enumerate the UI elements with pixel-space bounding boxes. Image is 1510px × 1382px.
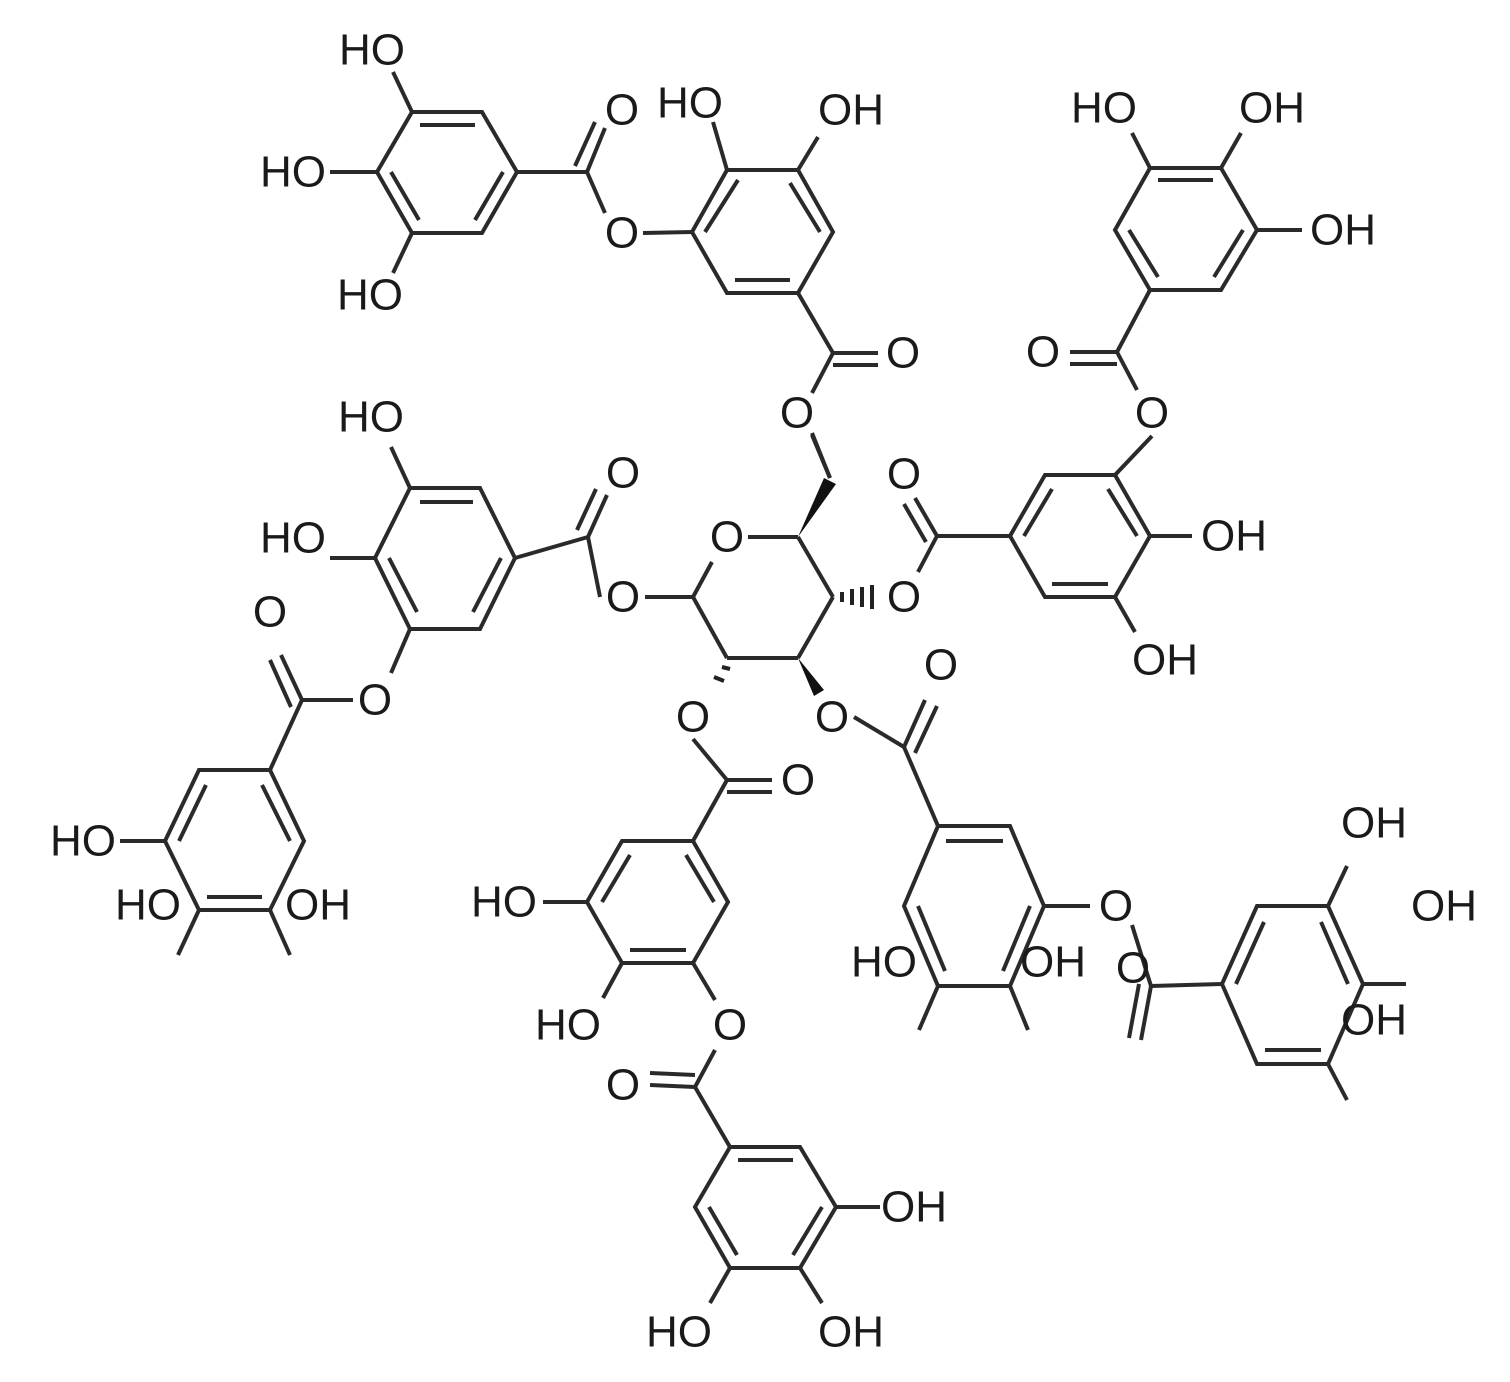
- hydroxyl-label: OH: [1341, 996, 1407, 1045]
- oxygen-label: O: [780, 389, 814, 438]
- benzene-ring-d: [1007, 473, 1153, 599]
- bonds: [120, 71, 1406, 1305]
- hydroxyl-label: OH: [881, 1183, 947, 1232]
- oxygen-label: O: [886, 329, 920, 378]
- benzene-ring-e: [372, 486, 518, 631]
- hydroxyl-label: OH: [285, 881, 351, 930]
- oxygen-label: O: [1135, 389, 1169, 438]
- benzene-ring-h: [692, 1145, 839, 1270]
- hydroxyl-label: HO: [535, 1001, 601, 1050]
- hydroxyl-label: OH: [1020, 938, 1086, 987]
- hydroxyl-label: OH: [818, 1308, 884, 1357]
- hydroxyl-label: OH: [1411, 882, 1477, 931]
- oxygen-label: O: [606, 1061, 640, 1110]
- oxygen-label: O: [606, 449, 640, 498]
- hydroxyl-label: HO: [646, 1308, 712, 1357]
- hydroxyl-label: OH: [1201, 512, 1267, 561]
- hydroxyl-label: HO: [260, 148, 326, 197]
- oxygen-label: O: [924, 641, 958, 690]
- stereo-wedge: [798, 478, 836, 537]
- ring-oxygen-label: O: [710, 513, 744, 562]
- benzene-ring-c: [1112, 166, 1260, 292]
- oxygen-label: O: [887, 450, 921, 499]
- hydroxyl-label: OH: [1310, 206, 1376, 255]
- benzene-ring-f: [162, 768, 307, 912]
- stereo-hash: [840, 585, 874, 609]
- oxygen-label: O: [815, 693, 849, 742]
- atom-labels: HO HO HO O O HO OH O O HO OH OH O O HO H…: [50, 26, 1477, 1357]
- hydroxyl-label: OH: [1341, 799, 1407, 848]
- oxygen-label: O: [887, 573, 921, 622]
- hydroxyl-label: HO: [657, 79, 723, 128]
- oxygen-label: O: [713, 1001, 747, 1050]
- oxygen-label: O: [358, 676, 392, 725]
- oxygen-label: O: [676, 693, 710, 742]
- hydroxyl-label: HO: [338, 393, 404, 442]
- oxygen-label: O: [605, 209, 639, 258]
- benzene-ring-g: [584, 839, 731, 965]
- stereo-hash: [713, 665, 731, 683]
- stereo-wedge: [798, 658, 824, 696]
- hydroxyl-label: OH: [1132, 636, 1198, 685]
- hydroxyl-label: HO: [851, 938, 917, 987]
- hydroxyl-label: HO: [50, 817, 116, 866]
- hydroxyl-label: HO: [115, 881, 181, 930]
- oxygen-label: O: [606, 573, 640, 622]
- hydroxyl-label: HO: [337, 271, 403, 320]
- oxygen-label: O: [605, 86, 639, 135]
- hydroxyl-label: HO: [339, 26, 405, 75]
- hydroxyl-label: HO: [471, 878, 537, 927]
- hydroxyl-label: HO: [1071, 84, 1137, 133]
- hydroxyl-label: OH: [818, 86, 884, 135]
- oxygen-label: O: [1116, 944, 1150, 993]
- benzene-ring-a: [374, 110, 520, 235]
- hydroxyl-label: HO: [260, 514, 326, 563]
- benzene-ring-b: [689, 168, 836, 295]
- hydroxyl-label: OH: [1239, 84, 1305, 133]
- oxygen-label: O: [781, 756, 815, 805]
- oxygen-label: O: [1099, 882, 1133, 931]
- oxygen-label: O: [1026, 328, 1060, 377]
- oxygen-label: O: [253, 588, 287, 637]
